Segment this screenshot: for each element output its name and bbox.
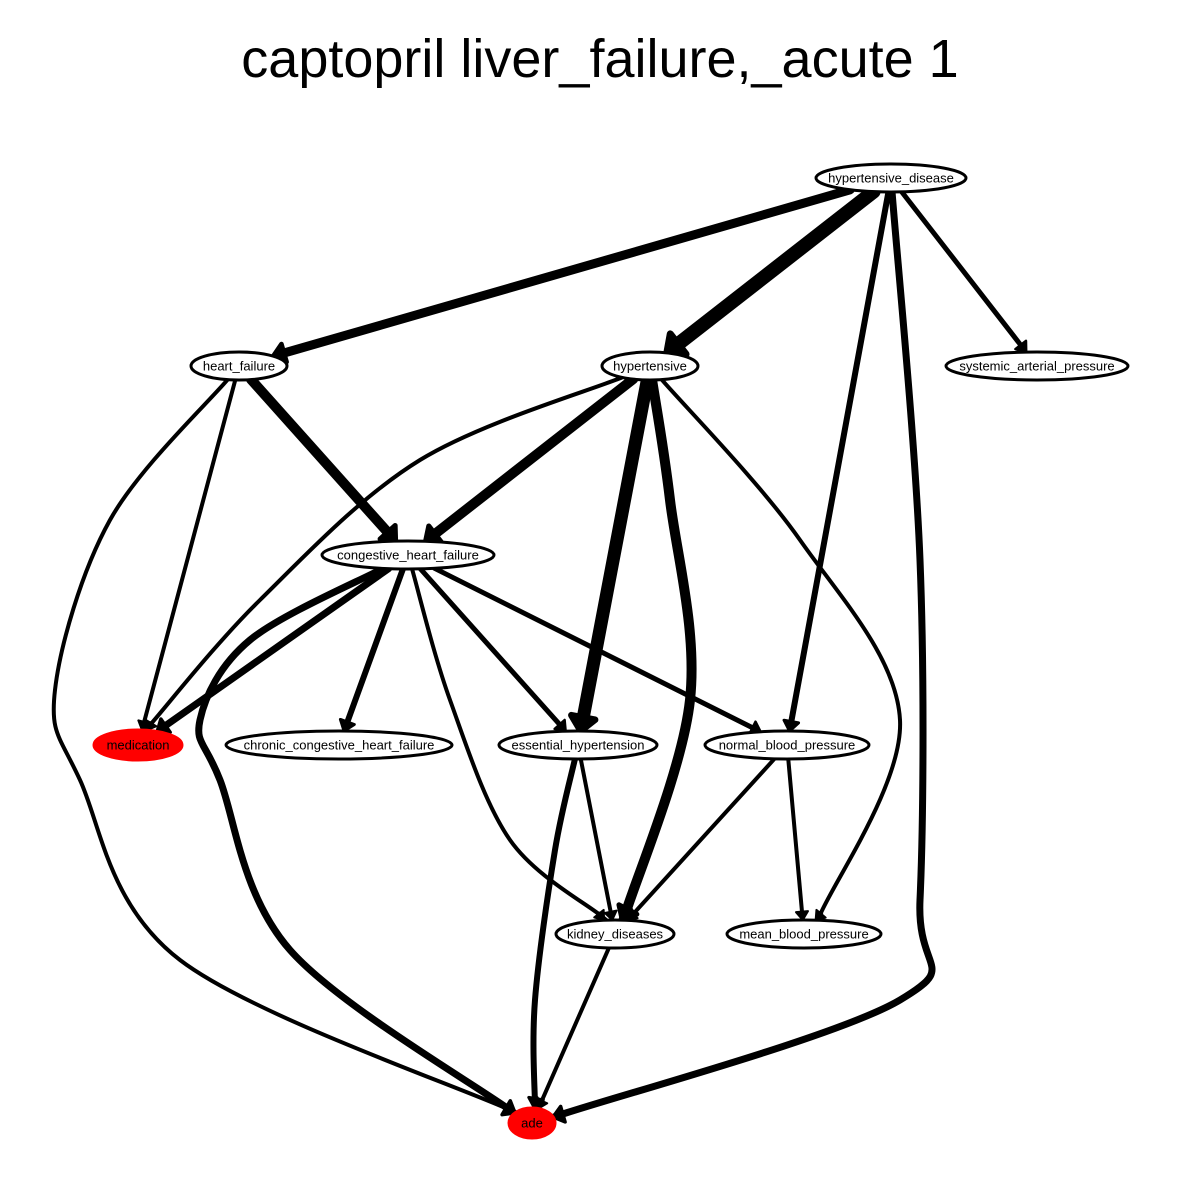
edge-line: [631, 756, 777, 917]
node-chronic_congestive_heart_failure: chronic_congestive_heart_failure: [224, 729, 454, 761]
node-heart_failure: heart_failure: [189, 350, 289, 382]
edge-line: [532, 188, 936, 1127]
arrowhead-icon: [794, 910, 809, 922]
node-ellipse: [554, 918, 676, 950]
node-mean_blood_pressure: mean_blood_pressure: [725, 918, 883, 950]
node-label: congestive_heart_failure: [337, 548, 479, 563]
edge-line: [432, 565, 756, 731]
node-hypertensive: hypertensive: [600, 350, 700, 382]
arrowhead-icon: [1014, 339, 1028, 354]
edges-layer: [51, 184, 1028, 1127]
edge-line: [430, 374, 639, 539]
node-ellipse: [497, 729, 659, 761]
edge-line: [578, 756, 613, 914]
arrowhead-icon: [568, 711, 599, 735]
node-ellipse: [725, 918, 883, 950]
node-ellipse: [189, 350, 289, 382]
node-label: hypertensive: [613, 359, 687, 374]
diagram-title: captopril liver_failure,_acute 1: [241, 29, 959, 89]
edge-line: [279, 185, 855, 358]
edge-hypertensive_disease-to-ade: [532, 188, 936, 1127]
node-label: kidney_diseases: [567, 927, 664, 942]
node-ellipse: [92, 728, 184, 762]
edge-line: [659, 377, 903, 932]
edge-congestive_heart_failure-to-ade: [195, 564, 529, 1125]
edge-essential_hypertension-to-kidney_diseases: [578, 756, 618, 922]
node-ellipse: [320, 539, 496, 571]
edge-line: [246, 374, 393, 538]
nodes-layer: hypertensive_disease heart_failure hyperte…: [92, 162, 1130, 1140]
edge-hypertensive-to-mean_blood_pressure: [659, 377, 903, 932]
edge-line: [195, 564, 529, 1125]
node-label: ade: [521, 1116, 543, 1131]
edge-hypertensive_disease-to-normal_blood_pressure: [782, 188, 892, 733]
arrowhead-icon: [782, 718, 801, 733]
arrowhead-icon: [500, 1099, 517, 1117]
edge-hypertensive_disease-to-systemic_arterial_pressure: [899, 189, 1028, 354]
arrowhead-icon: [551, 1104, 567, 1124]
edge-kidney_diseases-to-ade: [535, 945, 611, 1110]
node-ellipse: [703, 729, 871, 761]
edge-line: [142, 377, 238, 724]
edge-line: [671, 184, 881, 352]
node-systemic_arterial_pressure: systemic_arterial_pressure: [944, 350, 1130, 382]
edge-line: [344, 565, 406, 725]
edge-hypertensive-to-medication: [140, 375, 625, 736]
node-ellipse: [507, 1106, 557, 1140]
node-label: essential_hypertension: [512, 738, 645, 753]
edge-line: [899, 189, 1024, 348]
node-ellipse: [600, 350, 700, 382]
node-kidney_diseases: kidney_diseases: [554, 918, 676, 950]
node-congestive_heart_failure: congestive_heart_failure: [320, 539, 496, 571]
node-medication: medication: [92, 728, 184, 762]
node-label: chronic_congestive_heart_failure: [244, 738, 435, 753]
node-normal_blood_pressure: normal_blood_pressure: [703, 729, 871, 761]
edge-congestive_heart_failure-to-normal_blood_pressure: [432, 565, 762, 735]
edge-congestive_heart_failure-to-chronic_congestive_heart_failure: [338, 565, 406, 733]
node-hypertensive_disease: hypertensive_disease: [814, 162, 968, 194]
arrowhead-icon: [603, 909, 618, 922]
node-label: medication: [107, 738, 170, 753]
edge-line: [786, 756, 804, 914]
node-label: systemic_arterial_pressure: [959, 359, 1114, 374]
arrowhead-icon: [338, 717, 356, 733]
edge-congestive_heart_failure-to-essential_hypertension: [417, 566, 567, 733]
edge-hypertensive-to-essential_hypertension: [568, 373, 654, 735]
edge-hypertensive-to-congestive_heart_failure: [423, 374, 639, 545]
edge-normal_blood_pressure-to-mean_blood_pressure: [786, 756, 809, 922]
node-ellipse: [944, 350, 1130, 382]
node-label: heart_failure: [203, 359, 275, 374]
arrowhead-icon: [535, 1097, 549, 1110]
arrowhead-icon: [593, 908, 606, 922]
edge-line: [417, 566, 563, 727]
node-ade: ade: [507, 1106, 557, 1140]
node-label: hypertensive_disease: [828, 171, 954, 186]
node-ellipse: [224, 729, 454, 761]
edge-heart_failure-to-congestive_heart_failure: [246, 374, 399, 544]
edge-line: [539, 945, 611, 1103]
node-ellipse: [814, 162, 968, 194]
node-label: mean_blood_pressure: [739, 927, 868, 942]
node-label: normal_blood_pressure: [719, 738, 856, 753]
node-essential_hypertension: essential_hypertension: [497, 729, 659, 761]
edge-line: [788, 188, 892, 725]
arrowhead-icon: [144, 719, 158, 732]
edge-line: [576, 373, 654, 724]
edge-congestive_heart_failure-to-kidney_diseases: [410, 566, 609, 923]
